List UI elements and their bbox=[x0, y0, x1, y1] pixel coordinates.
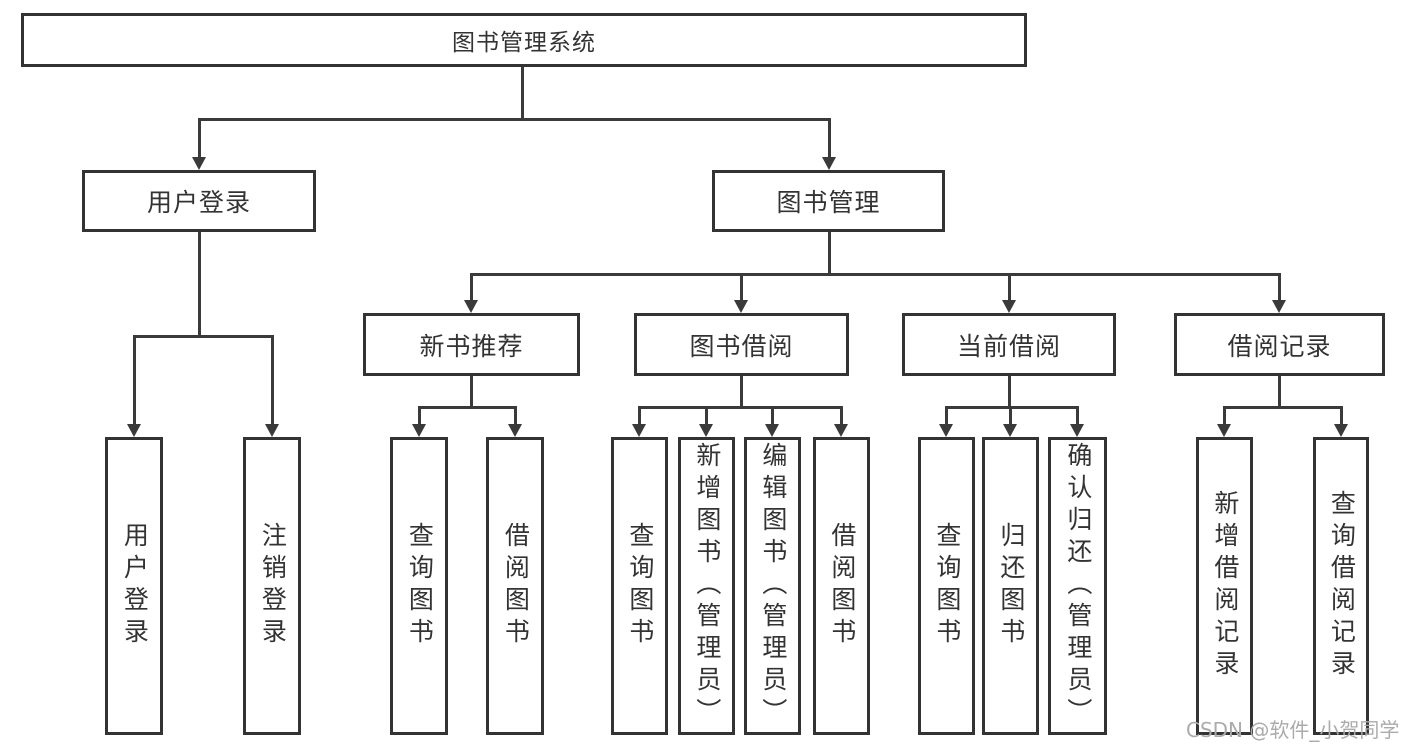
leaf-borrow-edit-book: 编辑图书（管理员） bbox=[744, 437, 801, 735]
connector-line bbox=[740, 376, 743, 406]
leaf-current-return-book: 归还图书 bbox=[982, 437, 1039, 735]
connector-line bbox=[418, 406, 421, 424]
node-book-management: 图书管理 bbox=[712, 170, 945, 232]
connector-line bbox=[198, 232, 201, 335]
connector-line bbox=[133, 335, 273, 338]
node-user-login: 用户登录 bbox=[82, 170, 316, 232]
leaf-current-confirm-return-label: 确认归还（管理员） bbox=[1063, 442, 1093, 730]
leaf-record-query-record: 查询借阅记录 bbox=[1313, 437, 1369, 735]
arrow-down-icon bbox=[1070, 424, 1084, 437]
node-new-book-recommend-label: 新书推荐 bbox=[419, 331, 524, 361]
leaf-record-add-record: 新增借阅记录 bbox=[1196, 437, 1253, 735]
connector-line bbox=[840, 406, 843, 424]
leaf-borrow-query-book: 查询图书 bbox=[611, 437, 668, 735]
leaf-borrow-borrow-book-label: 借阅图书 bbox=[827, 522, 857, 650]
leaf-recommend-borrow-book-label: 借阅图书 bbox=[501, 522, 531, 650]
connector-line bbox=[470, 273, 473, 300]
leaf-current-return-book-label: 归还图书 bbox=[996, 522, 1026, 650]
arrow-down-icon bbox=[765, 424, 779, 437]
arrow-down-icon bbox=[412, 424, 426, 437]
connector-line bbox=[1009, 406, 1012, 424]
connector-line bbox=[740, 273, 743, 300]
leaf-borrow-add-book: 新增图书（管理员） bbox=[678, 437, 735, 735]
arrow-down-icon bbox=[192, 157, 206, 170]
connector-line bbox=[828, 232, 831, 273]
connector-line bbox=[638, 406, 641, 424]
connector-line bbox=[945, 406, 948, 424]
connector-line bbox=[1278, 273, 1281, 300]
node-user-login-label: 用户登录 bbox=[146, 188, 251, 217]
arrow-down-icon bbox=[822, 157, 836, 170]
arrow-down-icon bbox=[1334, 424, 1348, 437]
connector-line bbox=[133, 335, 136, 424]
node-borrow-record-label: 借阅记录 bbox=[1227, 331, 1332, 361]
arrow-down-icon bbox=[508, 424, 522, 437]
leaf-recommend-borrow-book: 借阅图书 bbox=[486, 437, 544, 735]
node-borrow-record: 借阅记录 bbox=[1174, 313, 1385, 376]
connector-line bbox=[705, 406, 708, 424]
arrow-down-icon bbox=[464, 300, 478, 313]
connector-line bbox=[470, 376, 473, 406]
connector-line bbox=[1008, 376, 1011, 406]
node-book-management-label: 图书管理 bbox=[776, 188, 881, 217]
node-new-book-recommend: 新书推荐 bbox=[363, 313, 580, 376]
connector-line bbox=[828, 118, 831, 157]
leaf-user-login: 用户登录 bbox=[105, 437, 163, 735]
arrow-down-icon bbox=[1002, 300, 1016, 313]
leaf-logout-label: 注销登录 bbox=[258, 522, 288, 650]
arrow-down-icon bbox=[939, 424, 953, 437]
leaf-current-query-book-label: 查询图书 bbox=[932, 522, 962, 650]
connector-line bbox=[470, 273, 1280, 276]
node-book-borrow: 图书借阅 bbox=[634, 313, 849, 376]
connector-line bbox=[1008, 273, 1011, 300]
connector-line bbox=[1223, 406, 1342, 409]
node-book-borrow-label: 图书借阅 bbox=[689, 331, 794, 361]
connector-line bbox=[638, 406, 843, 409]
arrow-down-icon bbox=[127, 424, 141, 437]
leaf-current-confirm-return: 确认归还（管理员） bbox=[1048, 437, 1107, 735]
leaf-user-login-label: 用户登录 bbox=[120, 522, 150, 650]
connector-line bbox=[1340, 406, 1343, 424]
leaf-recommend-query-book-label: 查询图书 bbox=[405, 522, 435, 650]
connector-line bbox=[1278, 376, 1281, 406]
leaf-recommend-query-book: 查询图书 bbox=[390, 437, 448, 735]
leaf-record-query-record-label: 查询借阅记录 bbox=[1327, 490, 1357, 682]
arrow-down-icon bbox=[1272, 300, 1286, 313]
connector-line bbox=[271, 335, 274, 424]
arrow-down-icon bbox=[734, 300, 748, 313]
connector-line bbox=[521, 67, 524, 118]
node-root: 图书管理系统 bbox=[21, 13, 1027, 67]
csdn-watermark: CSDN @软件_小贺同学 bbox=[1186, 718, 1400, 742]
connector-line bbox=[771, 406, 774, 424]
leaf-record-add-record-label: 新增借阅记录 bbox=[1210, 490, 1240, 682]
leaf-logout: 注销登录 bbox=[243, 437, 301, 735]
node-current-borrow-label: 当前借阅 bbox=[956, 331, 1061, 361]
connector-line bbox=[1076, 406, 1079, 424]
arrow-down-icon bbox=[1003, 424, 1017, 437]
connector-line bbox=[418, 406, 516, 409]
leaf-borrow-borrow-book: 借阅图书 bbox=[813, 437, 870, 735]
leaf-borrow-add-book-label: 新增图书（管理员） bbox=[692, 442, 722, 730]
leaf-borrow-edit-book-label: 编辑图书（管理员） bbox=[758, 442, 788, 730]
node-current-borrow: 当前借阅 bbox=[902, 313, 1116, 376]
connector-line bbox=[198, 118, 830, 121]
connector-line bbox=[514, 406, 517, 424]
connector-line bbox=[1223, 406, 1226, 424]
arrow-down-icon bbox=[1217, 424, 1231, 437]
arrow-down-icon bbox=[699, 424, 713, 437]
leaf-borrow-query-book-label: 查询图书 bbox=[625, 522, 655, 650]
connector-line bbox=[198, 118, 201, 157]
arrow-down-icon bbox=[834, 424, 848, 437]
arrow-down-icon bbox=[632, 424, 646, 437]
arrow-down-icon bbox=[265, 424, 279, 437]
leaf-current-query-book: 查询图书 bbox=[918, 437, 975, 735]
node-root-label: 图书管理系统 bbox=[452, 30, 596, 56]
